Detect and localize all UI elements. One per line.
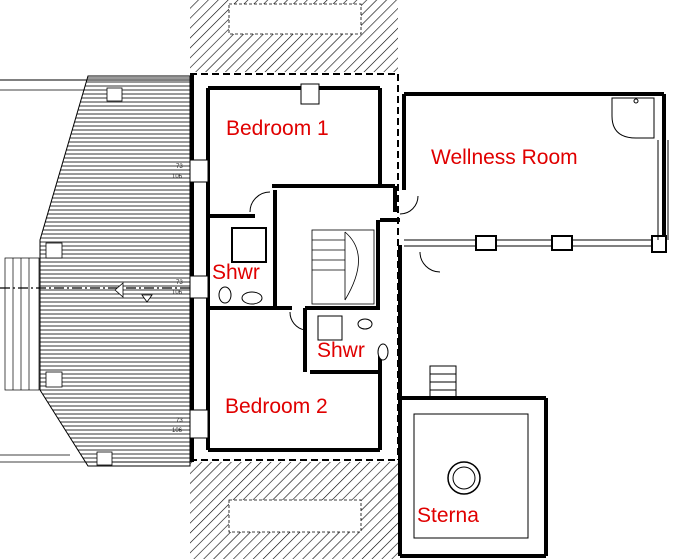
bottom-terrace bbox=[190, 462, 398, 559]
window-tag: 73 bbox=[176, 418, 183, 424]
walls bbox=[190, 74, 666, 558]
window-tag: 106 bbox=[172, 290, 183, 296]
room-label-bedroom-1: Bedroom 1 bbox=[226, 117, 329, 140]
room-label-sterna: Sterna bbox=[417, 504, 479, 527]
window-tag: 73 bbox=[176, 280, 183, 286]
fixtures bbox=[218, 286, 389, 361]
window-tag: 73 bbox=[176, 164, 183, 170]
window-tags: 73 106 73 106 73 106 bbox=[172, 164, 183, 434]
exterior-stair bbox=[429, 365, 457, 399]
shower-tray bbox=[611, 97, 655, 139]
staircase bbox=[311, 229, 375, 305]
window-tag: 106 bbox=[172, 428, 183, 434]
sterna-inner bbox=[413, 413, 529, 539]
room-label-shower-2: Shwr bbox=[317, 339, 365, 362]
roof-area bbox=[0, 75, 191, 467]
room-label-wellness-room: Wellness Room bbox=[431, 146, 578, 169]
side-deck bbox=[4, 257, 40, 391]
glazing bbox=[404, 140, 669, 253]
room-labels: Bedroom 1 Wellness Room Shwr Shwr Bedroo… bbox=[212, 117, 578, 527]
room-label-shower-1: Shwr bbox=[212, 261, 260, 284]
window-tag: 106 bbox=[172, 174, 183, 180]
side-windows bbox=[189, 83, 320, 439]
doors bbox=[249, 191, 441, 331]
room-label-bedroom-2: Bedroom 2 bbox=[225, 395, 328, 418]
top-terrace bbox=[190, 0, 398, 72]
